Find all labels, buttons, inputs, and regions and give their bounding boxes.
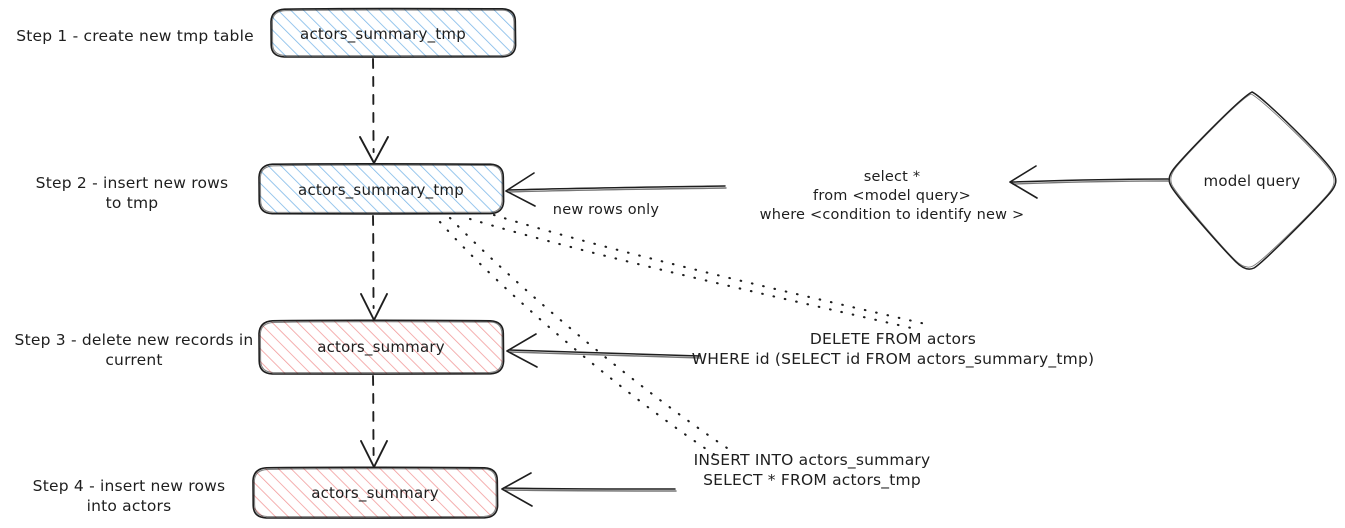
node4-outline-2 — [253, 468, 497, 518]
step-1-label: Step 1 - create new tmp table — [16, 27, 254, 45]
node2-label: actors_summary_tmp — [298, 181, 464, 199]
node1-fill — [271, 8, 516, 57]
insert-line-2 — [504, 489, 677, 492]
model-query-line-2 — [1012, 180, 1170, 185]
dotted-delete-b — [468, 217, 922, 332]
node-actors-summary-tmp-1[interactable] — [270, 7, 517, 58]
model-query-sql-label: select * from <model query> where <condi… — [759, 169, 1025, 223]
delete-line — [508, 349, 701, 357]
edge-new-rows-only — [505, 172, 727, 207]
delete-sql-label: DELETE FROM actors WHERE id (SELECT id F… — [691, 330, 1095, 369]
new-rows-only-label: new rows only — [552, 202, 660, 218]
node4-label: actors_summary — [311, 484, 439, 502]
node-actors-summary-tmp-2[interactable] — [258, 162, 505, 215]
node2-fill — [259, 164, 503, 214]
node4-fill — [253, 467, 497, 518]
model-query-label: model query — [1203, 172, 1301, 190]
model-query-outline-2 — [1170, 93, 1335, 268]
step-4-label: Step 4 - insert new rows into actors — [32, 477, 226, 516]
node-actors-summary-4[interactable] — [252, 466, 499, 519]
step-2-label: Step 2 - insert new rows to tmp — [35, 174, 229, 213]
model-query-outline — [1168, 91, 1337, 270]
node2-outline-2 — [259, 164, 503, 214]
edge-node3-to-node4 — [360, 375, 388, 468]
new-rows-line-2 — [508, 187, 727, 193]
delete-line-2 — [509, 351, 702, 359]
node3-outline-2 — [259, 321, 503, 374]
node4-outline — [252, 466, 499, 519]
insert-arrowhead — [501, 472, 533, 507]
insert-sql-label: INSERT INTO actors_summary SELECT * FROM… — [693, 451, 931, 490]
edge3-line — [372, 375, 375, 456]
edge3-arrowhead — [360, 440, 388, 468]
model-query-line — [1011, 178, 1169, 183]
step-3-label: Step 3 - delete new records in current — [14, 331, 254, 370]
node3-label: actors_summary — [317, 338, 445, 356]
model-query-arrowhead — [1009, 165, 1038, 199]
edge-model-query — [1009, 165, 1170, 199]
edge-node2-to-node3 — [360, 215, 388, 321]
node3-outline — [258, 319, 505, 375]
dotted-link-node2-to-delete — [468, 213, 932, 332]
edge1-line — [372, 58, 375, 153]
node1-label: actors_summary_tmp — [300, 25, 466, 43]
dotted-delete-a — [492, 213, 932, 327]
edge1-arrowhead — [359, 136, 389, 164]
node-actors-summary-3[interactable] — [258, 319, 505, 375]
new-rows-arrowhead — [505, 172, 536, 207]
edge2-arrowhead — [360, 293, 388, 321]
node1-outline-2 — [271, 9, 515, 57]
edge-delete-sql — [506, 333, 702, 368]
insert-line — [503, 487, 676, 490]
edge2-line — [372, 215, 375, 309]
node-model-query[interactable] — [1168, 91, 1337, 270]
edge-node1-to-node2 — [359, 58, 389, 164]
node1-outline — [270, 7, 517, 58]
delete-arrowhead — [506, 333, 538, 368]
new-rows-line — [507, 185, 726, 191]
node2-outline — [258, 162, 505, 215]
node3-fill — [259, 320, 503, 374]
edge-insert-sql — [501, 472, 677, 507]
